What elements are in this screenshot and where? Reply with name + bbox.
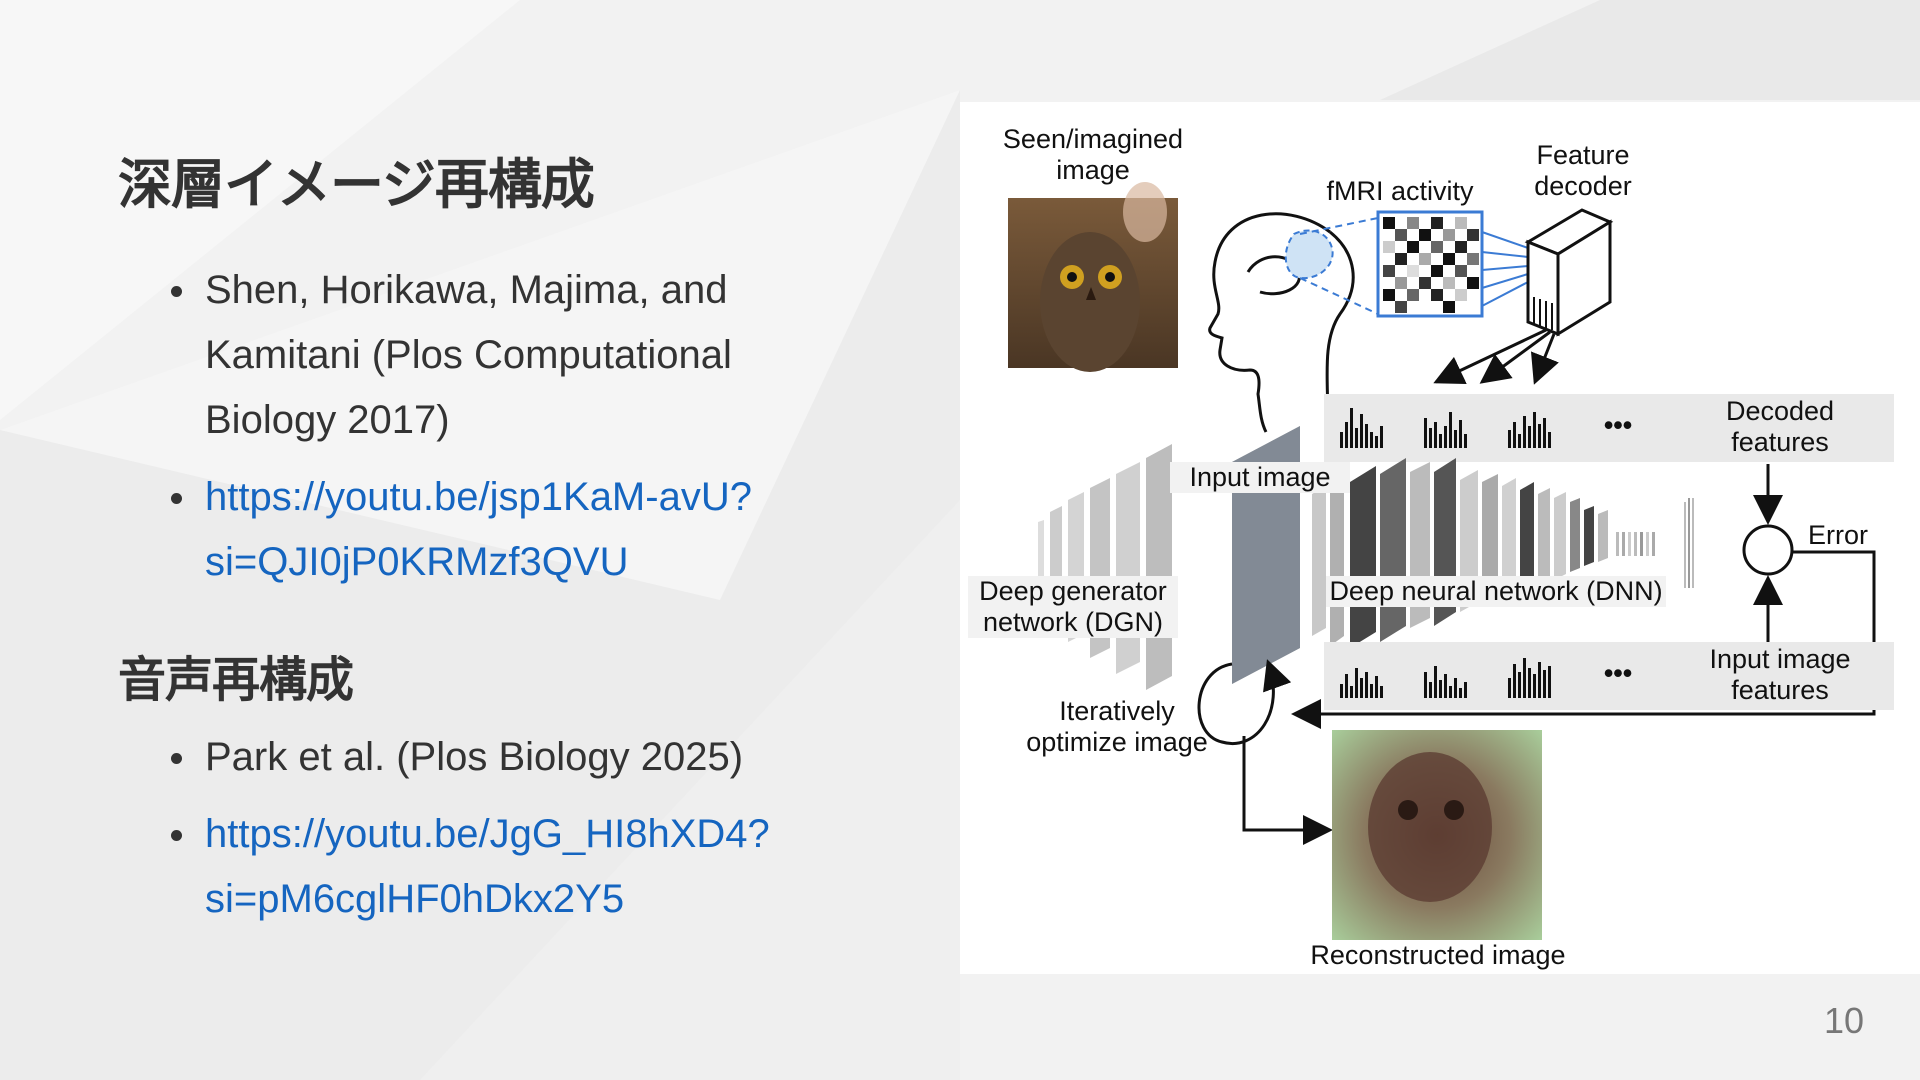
page-number: 10: [1823, 1000, 1864, 1041]
decoder-output-arrows: [1433, 328, 1559, 385]
section-heading-audio-reconstruction: 音声再構成: [118, 652, 354, 708]
ellipsis-input: •••: [1603, 658, 1633, 688]
owl-image: [1008, 182, 1178, 372]
input-features-panel: [1324, 642, 1894, 710]
fmri-activity-label: fMRI activity: [1326, 176, 1474, 206]
bullet-citation-shen: Shen, Horikawa, Majima, and Kamitani (Pl…: [165, 258, 925, 453]
dnn-layers: [1312, 458, 1694, 648]
bullet-dot: [171, 753, 182, 764]
error-label: Error: [1808, 520, 1868, 550]
dnn-label: Deep neural network (DNN): [1326, 576, 1666, 607]
feature-decoder-icon: [1524, 208, 1614, 337]
bullet-list-image: Shen, Horikawa, Majima, and Kamitani (Pl…: [165, 258, 925, 595]
reconstructed-image-label: Reconstructed image: [1310, 940, 1566, 970]
decoded-feature-bars: [1340, 408, 1551, 448]
iterate-loop-arrow: [1197, 659, 1292, 745]
error-feedback-arrow: [1291, 550, 1876, 729]
output-arrow: [1242, 736, 1333, 845]
brain-region-icon: [1284, 229, 1334, 280]
youtube-link-image-reconstruction[interactable]: https://youtu.be/jsp1KaM-avU? si=QJI0jP0…: [205, 475, 752, 584]
dashed-line: [1299, 217, 1379, 235]
decoder-input-lines: [1481, 231, 1529, 307]
bullet-dot: [171, 493, 182, 504]
fmri-voxel-grid: [1376, 210, 1484, 318]
dgn-layers: [1038, 444, 1172, 690]
decoded-features-panel: [1324, 394, 1894, 462]
bullet-dot: [171, 830, 182, 841]
section-heading-image-reconstruction: 深層イメージ再構成: [118, 153, 595, 216]
error-node: [1742, 524, 1794, 576]
reconstructed-image: [1332, 730, 1542, 940]
bullet-list-audio: Park et al. (Plos Biology 2025) https://…: [165, 725, 925, 932]
bullet-citation-park: Park et al. (Plos Biology 2025): [165, 725, 925, 790]
dashed-line: [1299, 277, 1379, 315]
bullet-dot: [171, 286, 182, 297]
bullet-link-image-video: https://youtu.be/jsp1KaM-avU? si=QJI0jP0…: [165, 465, 925, 595]
ellipsis-decoded: •••: [1603, 410, 1633, 440]
youtube-link-audio-reconstruction[interactable]: https://youtu.be/JgG_HI8hXD4? si=pM6cglH…: [205, 812, 770, 921]
input-image-label: Input image: [1170, 462, 1350, 493]
bullet-link-audio-video: https://youtu.be/JgG_HI8hXD4? si=pM6cglH…: [165, 802, 925, 932]
input-feature-bars: [1340, 658, 1551, 698]
